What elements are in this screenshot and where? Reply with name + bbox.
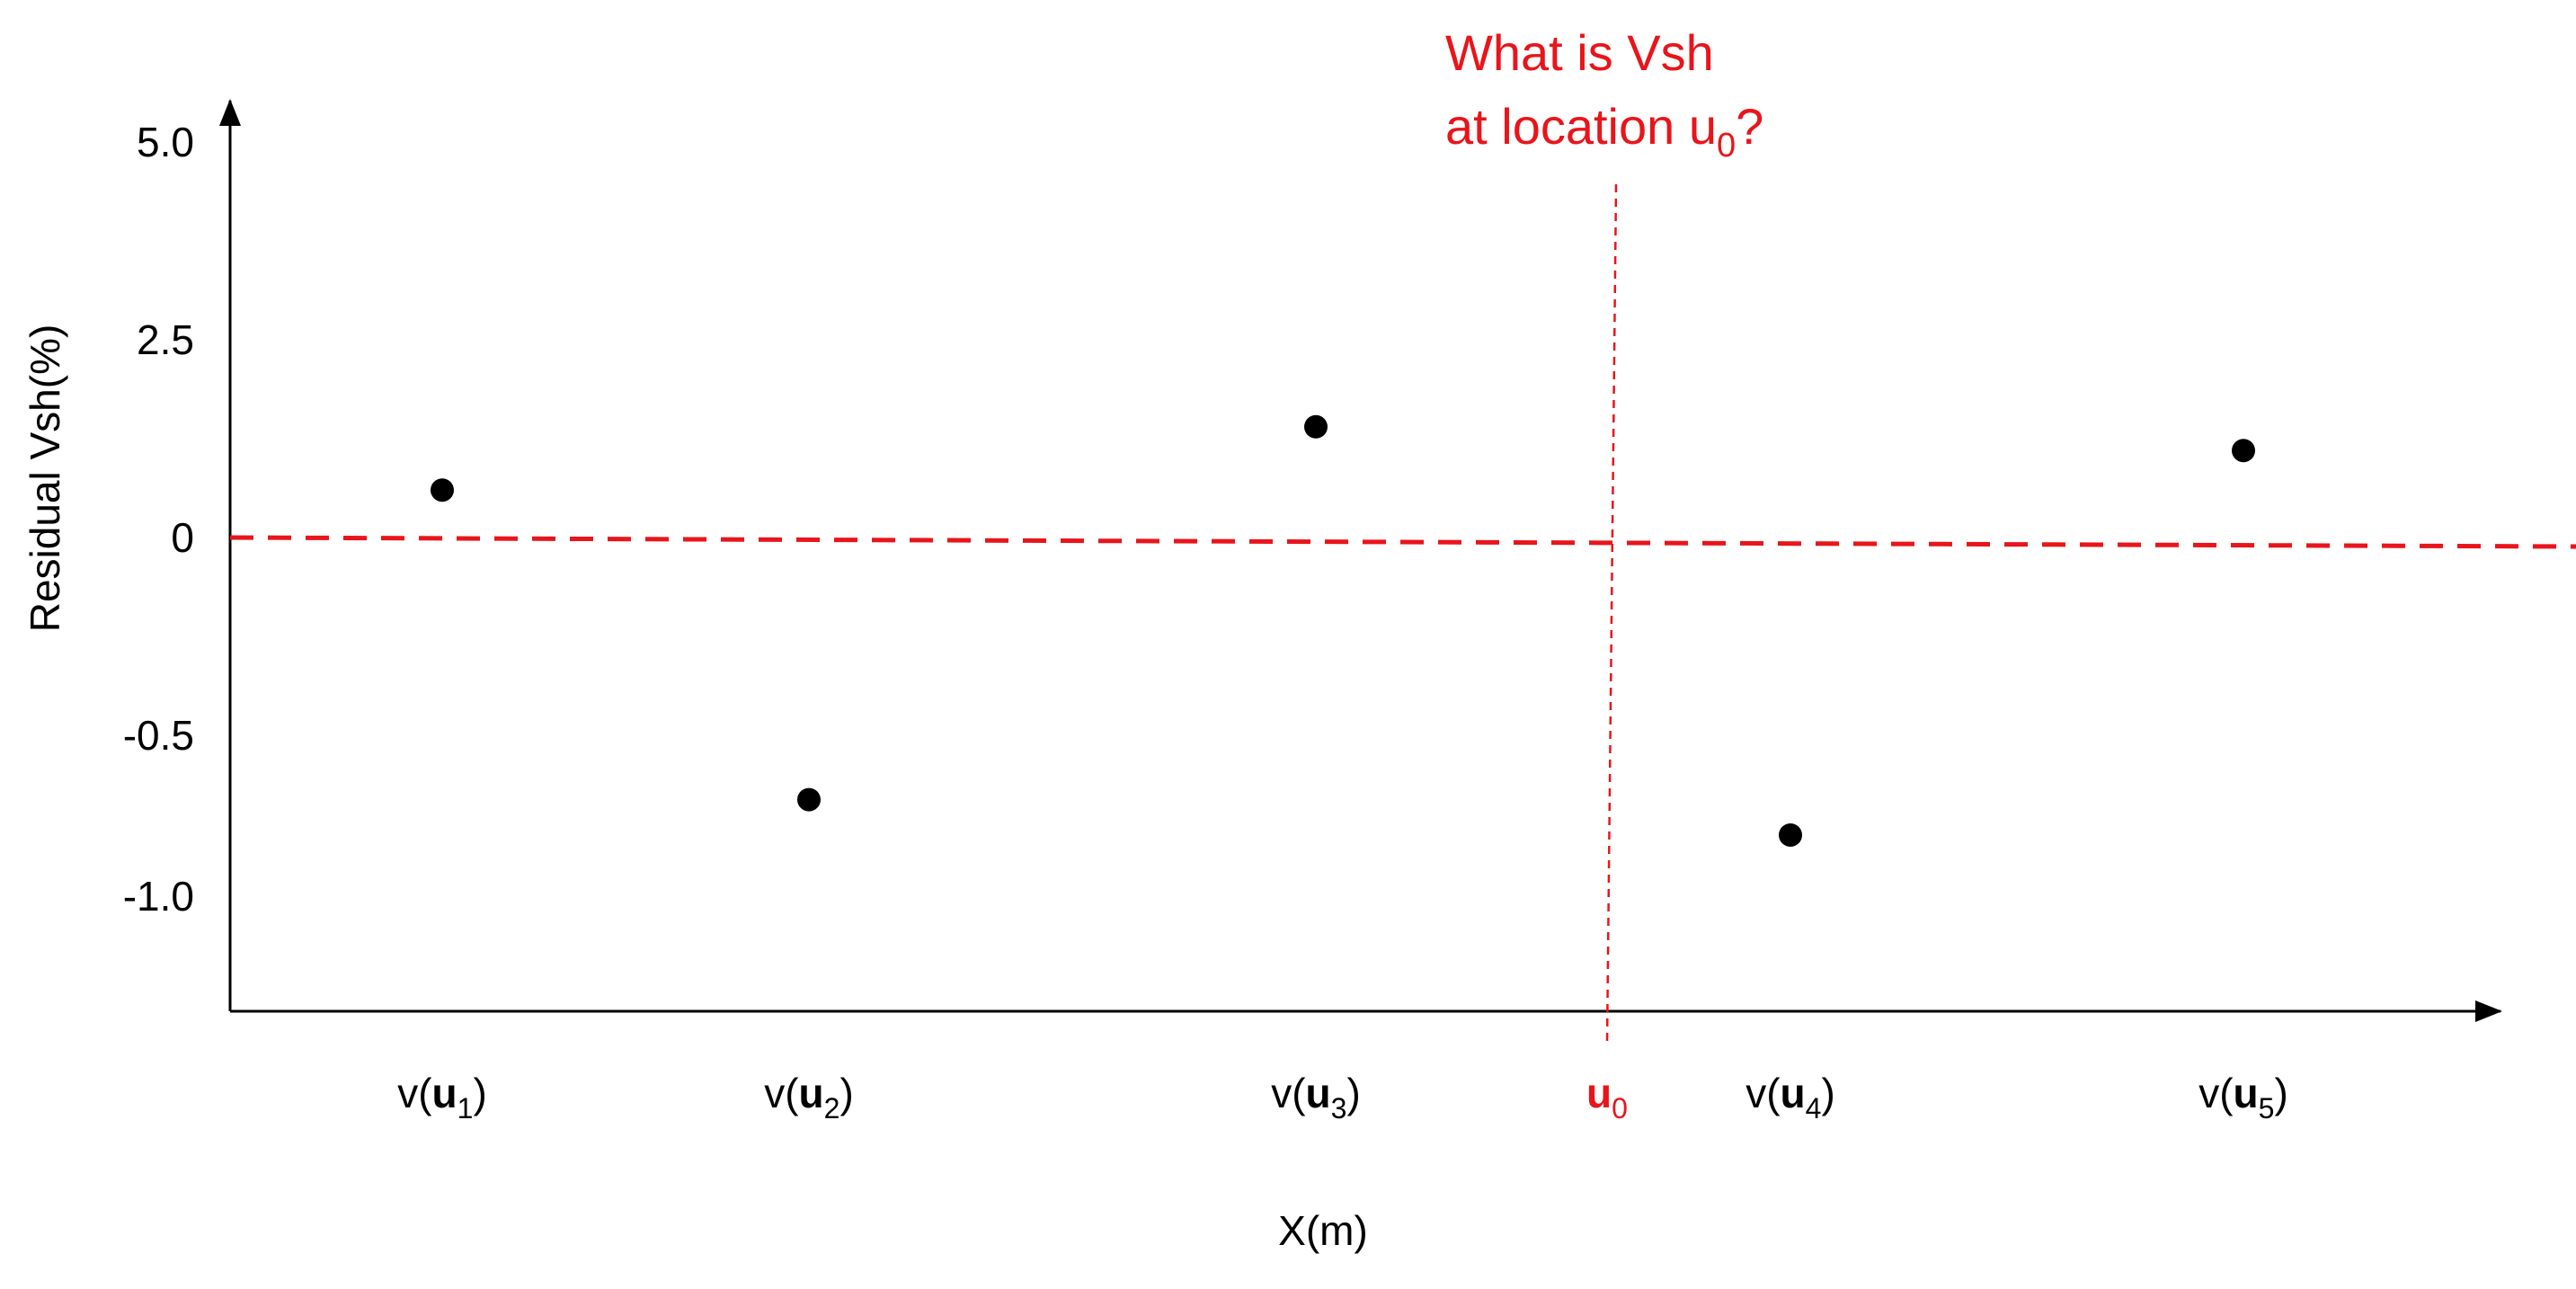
point-label-subscript: 3: [1331, 1092, 1347, 1125]
point-label-bold: u: [799, 1070, 824, 1116]
query-location-label: u0: [1586, 1070, 1628, 1125]
query-label-bold: u: [1586, 1070, 1612, 1116]
y-tick-label: -1.0: [123, 873, 194, 920]
point-label-subscript: 2: [824, 1092, 840, 1125]
data-point-u1: [431, 478, 454, 502]
annotation-line-2-suffix: ?: [1736, 98, 1763, 155]
query-label-subscript: 0: [1612, 1092, 1628, 1125]
point-label-subscript: 5: [2259, 1092, 2275, 1125]
y-tick-label: 0: [171, 514, 194, 561]
point-label-suffix: ): [839, 1070, 853, 1116]
point-label-u2: v(u2): [764, 1070, 854, 1125]
point-label-bold: u: [1781, 1070, 1806, 1116]
point-label-bold: u: [1306, 1070, 1331, 1116]
data-point-u5: [2232, 439, 2255, 463]
x-axis-title: X(m): [1278, 1207, 1368, 1254]
point-label-prefix: v(: [2198, 1070, 2234, 1116]
point-label-u1: v(u1): [397, 1070, 487, 1125]
point-label-suffix: ): [473, 1070, 486, 1116]
y-tick-label: 2.5: [137, 316, 194, 363]
annotation-line-2-subscript: 0: [1717, 127, 1736, 164]
point-label-u4: v(u4): [1745, 1070, 1835, 1125]
point-label-prefix: v(: [397, 1070, 432, 1116]
data-point-u3: [1304, 414, 1328, 439]
annotation-line-2-prefix: at location u: [1445, 98, 1717, 155]
y-tick-label: 5.0: [137, 119, 194, 165]
data-point-u4: [1779, 822, 1802, 847]
point-label-prefix: v(: [764, 1070, 799, 1116]
point-label-subscript: 4: [1806, 1092, 1822, 1125]
zero-reference-line: [229, 535, 2576, 549]
point-label-u3: v(u3): [1271, 1070, 1361, 1125]
point-label-bold: u: [432, 1070, 457, 1116]
y-axis-title: Residual Vsh(%): [22, 324, 68, 633]
point-label-suffix: ): [2274, 1070, 2287, 1116]
point-label-suffix: ): [1821, 1070, 1834, 1116]
point-label-suffix: ): [1346, 1070, 1360, 1116]
y-tick-label: -0.5: [123, 712, 194, 759]
query-location-line: [1605, 183, 1618, 1045]
point-label-subscript: 1: [457, 1092, 474, 1125]
point-label-bold: u: [2234, 1070, 2259, 1116]
annotation-line-2: at location u0?: [1445, 98, 1763, 164]
point-label-prefix: v(: [1271, 1070, 1306, 1116]
data-point-u2: [797, 787, 821, 812]
point-label-u5: v(u5): [2198, 1070, 2288, 1125]
point-label-prefix: v(: [1745, 1070, 1781, 1116]
annotation-line-1: What is Vsh: [1445, 24, 1714, 81]
